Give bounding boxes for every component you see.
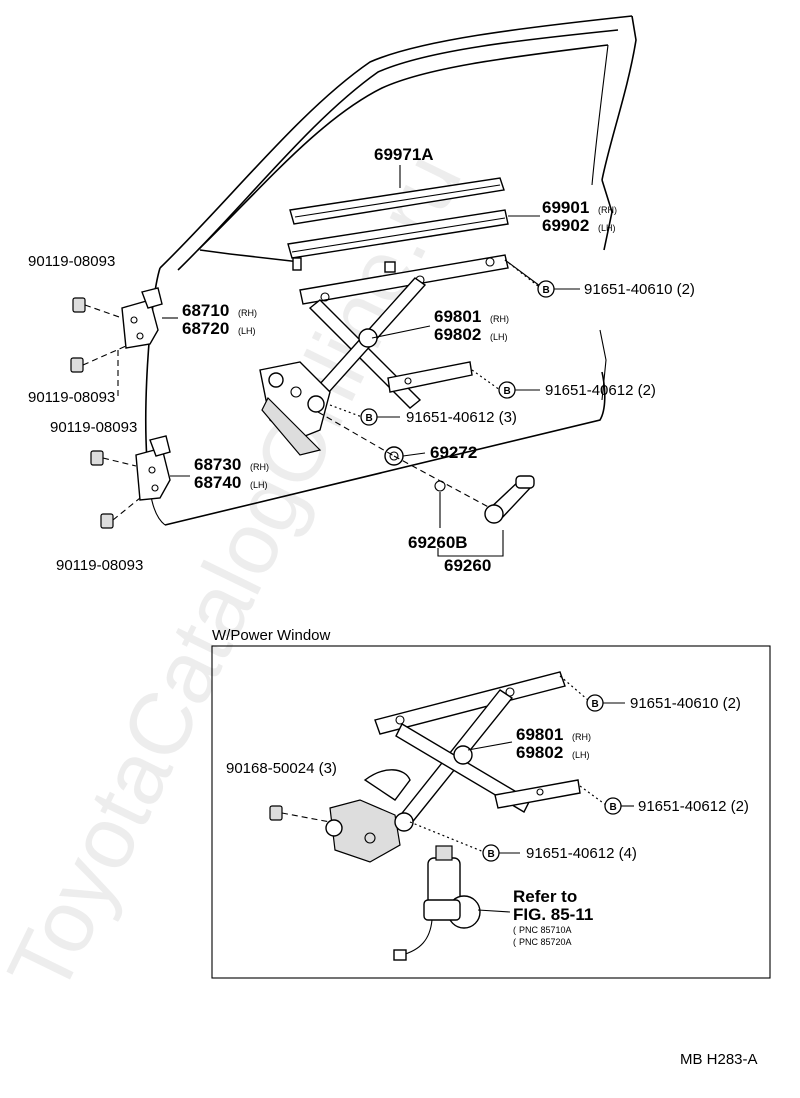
pw-label-69802: 69802 — [516, 743, 563, 762]
label-68710-side: (RH) — [238, 308, 257, 318]
refer-pnc2: PNC 85720A — [519, 937, 572, 947]
pw-label-69801: 69801 — [516, 725, 563, 744]
label-69801: 69801 — [434, 307, 481, 326]
label-91651-40610: 91651-40610 (2) — [584, 281, 695, 298]
label-69801-side: (RH) — [490, 314, 509, 324]
label-68730: 68730 — [194, 455, 241, 474]
pw-label-69802-side: (LH) — [572, 750, 590, 760]
svg-text:B: B — [488, 849, 495, 860]
label-90119-b: 90119-08093 — [28, 389, 115, 406]
svg-text:B: B — [543, 285, 550, 296]
svg-text:(: ( — [513, 937, 516, 947]
label-68720-side: (LH) — [238, 326, 256, 336]
label-91651-40612-2: 91651-40612 (2) — [545, 382, 656, 399]
leader-lines — [162, 259, 580, 477]
pw-label-91651-40610: 91651-40610 (2) — [630, 695, 741, 712]
label-68710: 68710 — [182, 301, 229, 320]
power-window-title: W/Power Window — [212, 627, 331, 644]
label-69902: 69902 — [542, 216, 589, 235]
label-69902-side: (LH) — [598, 223, 616, 233]
label-69901: 69901 — [542, 198, 589, 217]
glass-channel-69971a — [289, 165, 505, 225]
label-68740: 68740 — [194, 473, 241, 492]
label-91651-40612-3: 91651-40612 (3) — [406, 409, 517, 426]
pw-label-90168: 90168-50024 (3) — [226, 760, 337, 777]
label-69971a: 69971A — [374, 145, 434, 164]
label-69260: 69260 — [444, 556, 491, 575]
svg-text:B: B — [592, 699, 599, 710]
window-regulator-top — [259, 254, 509, 456]
b-marker-icon: B B B — [360, 280, 555, 426]
label-69260b: 69260B — [408, 533, 468, 552]
label-90119-c: 90119-08093 — [50, 419, 137, 436]
pw-label-91651-40612-2: 91651-40612 (2) — [638, 798, 749, 815]
label-69272: 69272 — [430, 443, 477, 462]
label-90119-d: 90119-08093 — [56, 557, 143, 574]
power-window-box — [211, 645, 771, 979]
power-window-leaders — [409, 675, 634, 913]
label-69802-side: (LH) — [490, 332, 508, 342]
refer-line1: Refer to — [513, 887, 577, 906]
pw-label-69801-side: (RH) — [572, 732, 591, 742]
svg-text:B: B — [610, 802, 617, 813]
label-68730-side: (RH) — [250, 462, 269, 472]
door-frame — [145, 15, 637, 526]
label-68720: 68720 — [182, 319, 229, 338]
bolt-icon — [70, 297, 141, 529]
handle-assembly — [317, 411, 535, 557]
label-90119-a: 90119-08093 — [28, 253, 115, 270]
svg-text:(: ( — [513, 925, 516, 935]
power-window-regulator — [269, 671, 581, 961]
refer-pnc1: PNC 85710A — [519, 925, 572, 935]
hinge-upper-68710 — [121, 287, 163, 349]
svg-text:B: B — [504, 386, 511, 397]
glass-channel-69901 — [287, 209, 540, 271]
label-69802: 69802 — [434, 325, 481, 344]
label-68740-side: (LH) — [250, 480, 268, 490]
svg-text:B: B — [366, 413, 373, 424]
footer-code: MB H283-A — [680, 1051, 758, 1068]
hinge-lower-68730 — [135, 435, 171, 501]
label-69901-side: (RH) — [598, 205, 617, 215]
refer-line2: FIG. 85-11 — [513, 905, 593, 924]
pw-label-91651-40612-4: 91651-40612 (4) — [526, 845, 637, 862]
b-marker-icon: B B B — [482, 694, 622, 862]
